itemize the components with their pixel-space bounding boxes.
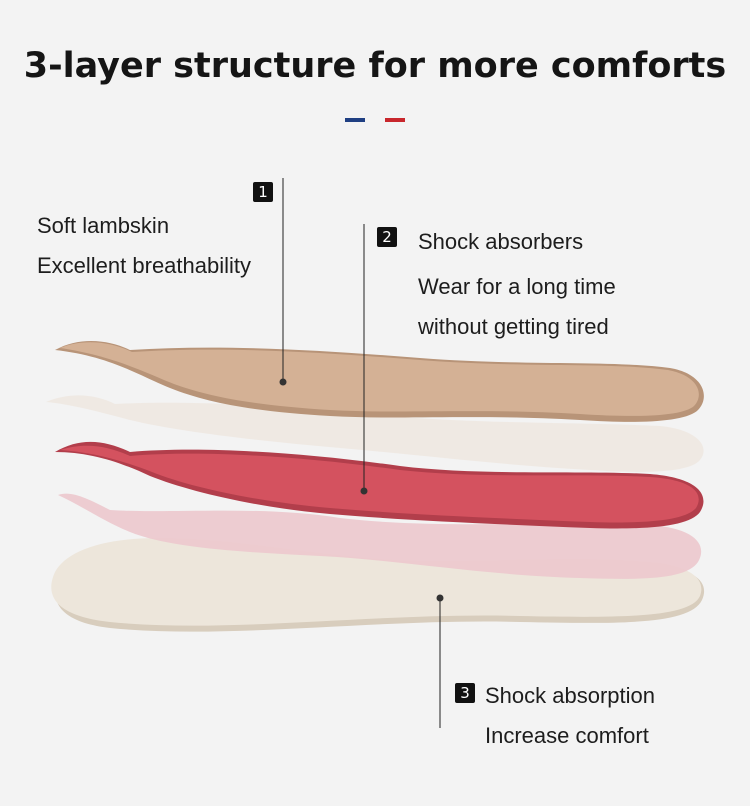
callout-1-dot [279,378,287,386]
callout-3-line-2: Increase comfort [485,723,649,748]
pink-layer [58,493,702,579]
callout-2-line-2: Wear for a long time [418,274,616,299]
accent-bar-blue [345,118,365,122]
callout-2-dot [360,487,368,495]
callout-2-line-1: Shock absorbers [418,229,584,254]
callout-2-number-badge: 2 [377,227,397,247]
callout-1-number-badge: 1 [253,182,273,202]
callout-3-number-badge: 3 [455,683,475,703]
callout-3-dot [436,594,444,602]
page-title: 3-layer structure for more comforts [23,46,727,86]
callout-3-line-1: Shock absorption [485,683,655,708]
callout-1-line-2: Excellent breathability [37,253,252,278]
callout-1-line-1: Soft lambskin [37,213,170,238]
red-layer [55,441,704,529]
white-layer [46,395,704,472]
accent-bar-red [385,118,405,122]
callout-2-line-3: without getting tired [418,314,609,339]
lambskin-layer [55,340,704,422]
